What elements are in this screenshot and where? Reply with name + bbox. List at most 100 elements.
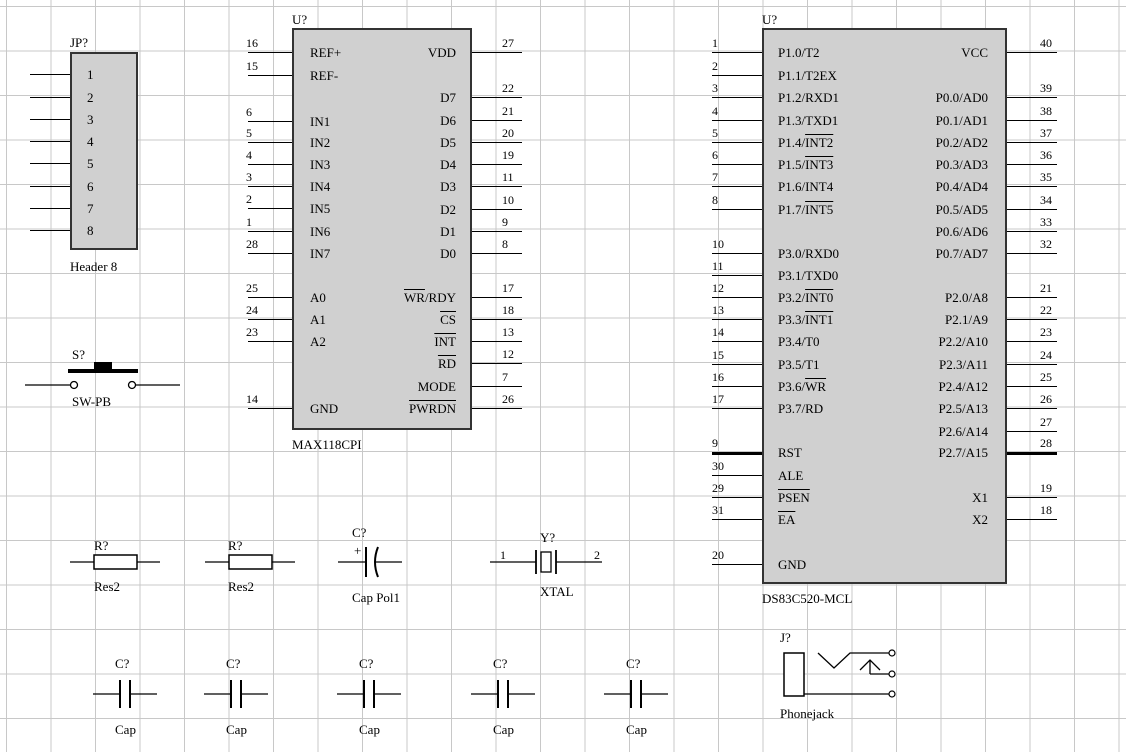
ds83c520-pin-wire — [712, 297, 762, 299]
header8-pin-wire — [30, 230, 70, 232]
max118-pin-number: 13 — [502, 325, 514, 339]
header8-body[interactable] — [70, 52, 138, 250]
ds83c520-pin-name: P1.5/INT3 — [778, 157, 833, 172]
pin-name-text: P1.7/ — [778, 202, 806, 217]
ds83c520-pin-wire — [1007, 431, 1057, 433]
max118-pin-number: 12 — [502, 347, 514, 361]
max118-pin-name: REF+ — [310, 45, 342, 60]
max118-pin-number: 27 — [502, 36, 514, 50]
ds83c520-pin-number: 20 — [712, 548, 724, 562]
pin-name-text: D6 — [440, 113, 456, 128]
max118-pin-number: 15 — [246, 59, 258, 73]
max118-pin-wire — [472, 120, 522, 122]
ds83c520-pin-number: 4 — [712, 104, 718, 118]
max118-pin-number: 26 — [502, 392, 514, 406]
max118-pin-wire — [472, 253, 522, 255]
max118-pin-wire — [248, 231, 292, 233]
header8-pin-number: 6 — [87, 179, 94, 194]
ds83c520-pin-number: 38 — [1040, 104, 1052, 118]
header8-pin-wire — [30, 74, 70, 76]
pushbutton-symbol — [25, 362, 180, 390]
header8-pin-wire — [30, 208, 70, 210]
max118-pin-name: GND — [310, 401, 339, 416]
pin-name-active-low: PWRDN — [409, 401, 456, 416]
ds83c520-pin-name: X2 — [972, 512, 988, 527]
max118-pin-name: RD — [438, 356, 456, 371]
ds83c520-pin-number: 34 — [1040, 193, 1052, 207]
pin-name-active-low: RD — [437, 356, 456, 371]
ds83c520-comment: DS83C520-MCL — [762, 591, 853, 606]
capacitor-symbol — [337, 680, 401, 708]
header8-pin-number: 7 — [87, 201, 94, 216]
pin-name-text: GND — [778, 557, 807, 572]
max118-pin-wire — [472, 319, 522, 321]
pin-name-text: /RDY — [424, 290, 456, 305]
max118-pin-wire — [472, 97, 522, 99]
max118-pin-name: D6 — [440, 113, 456, 128]
ds83c520-pin-name: P0.2/AD2 — [935, 135, 988, 150]
max118-pin-wire — [472, 164, 522, 166]
max118-pin-name: D0 — [440, 246, 456, 261]
header8-pin-number: 3 — [87, 112, 94, 127]
max118-pin-number: 16 — [246, 36, 258, 50]
ds83c520-pin-number: 24 — [1040, 348, 1052, 362]
resistor-comment: Res2 — [94, 579, 120, 594]
max118-pin-name: A0 — [310, 290, 326, 305]
capacitor-comment: Cap — [626, 722, 647, 737]
max118-pin-wire — [472, 186, 522, 188]
ds83c520-pin-wire — [1007, 297, 1057, 299]
ds83c520-pin-name: P3.4/T0 — [778, 334, 820, 349]
ds83c520-pin-number: 16 — [712, 370, 724, 384]
max118-pin-wire — [472, 209, 522, 211]
pin-name-text: ALE — [778, 468, 804, 483]
ds83c520-pin-name: P2.1/A9 — [945, 312, 988, 327]
pin-name-text: D0 — [440, 246, 456, 261]
ds83c520-pin-wire — [1007, 341, 1057, 343]
max118-pin-number: 19 — [502, 148, 514, 162]
ds83c520-pin-number: 18 — [1040, 503, 1052, 517]
max118-pin-name: IN6 — [310, 224, 331, 239]
ds83c520-pin-wire — [1007, 186, 1057, 188]
max118-pin-number: 17 — [502, 281, 514, 295]
pin-name-text: P1.5/ — [778, 157, 806, 172]
ds83c520-pin-number: 1 — [712, 36, 718, 50]
max118-pin-name: IN4 — [310, 179, 331, 194]
ds83c520-pin-wire — [712, 164, 762, 166]
resistor-symbol — [205, 554, 295, 570]
ds83c520-pin-name: P3.3/INT1 — [778, 312, 833, 327]
pin-name-text: MODE — [417, 379, 456, 394]
header8-pin-wire — [30, 141, 70, 143]
pin-name-text: D3 — [440, 179, 456, 194]
max118-pin-name: A1 — [310, 312, 326, 327]
resistor-symbol — [70, 554, 160, 570]
max118-pin-number: 2 — [246, 192, 252, 206]
ds83c520-pin-wire — [712, 452, 762, 455]
ds83c520-pin-number: 21 — [1040, 281, 1052, 295]
ds83c520-body[interactable] — [762, 28, 1007, 584]
ds83c520-pin-number: 32 — [1040, 237, 1052, 251]
header8-pin-number: 8 — [87, 223, 94, 238]
max118-pin-number: 20 — [502, 126, 514, 140]
phonejack-symbol — [783, 649, 896, 698]
ds83c520-pin-wire — [1007, 319, 1057, 321]
ds83c520-pin-name: P1.2/RXD1 — [778, 90, 839, 105]
resistor-designator: R? — [228, 538, 243, 553]
max118-pin-wire — [248, 75, 292, 77]
ds83c520-pin-name: P0.5/AD5 — [935, 202, 988, 217]
pin-name-text: P3.3/ — [778, 312, 806, 327]
ds83c520-pin-name: P3.6/WR — [778, 379, 826, 394]
ds83c520-pin-wire — [712, 497, 762, 499]
pin-name-active-low: WR — [403, 290, 425, 305]
pin-name-active-low: INT1 — [805, 312, 834, 327]
ds83c520-pin-number: 30 — [712, 459, 724, 473]
capacitor-symbol — [204, 680, 268, 708]
max118-body[interactable] — [292, 28, 472, 430]
header8-pin-number: 1 — [87, 67, 94, 82]
ds83c520-pin-number: 33 — [1040, 215, 1052, 229]
max118-pin-number: 24 — [246, 303, 258, 317]
max118-pin-name: IN2 — [310, 135, 331, 150]
crystal-comment: XTAL — [540, 584, 574, 599]
ds83c520-pin-wire — [712, 142, 762, 144]
ds83c520-pin-number: 17 — [712, 392, 724, 406]
